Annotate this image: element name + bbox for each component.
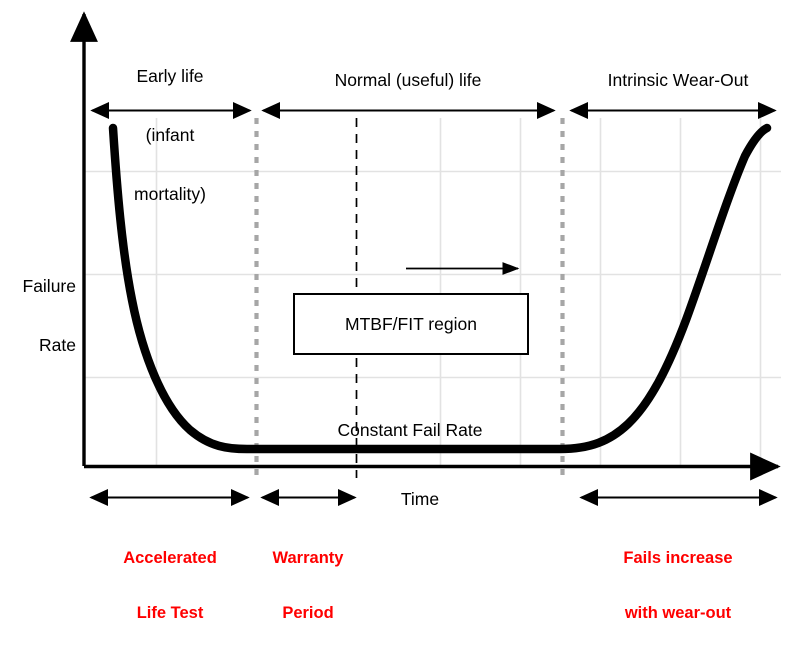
chart-canvas (70, 11, 781, 507)
bottom-label-wearout-line-1: Fails increase (623, 548, 733, 567)
region-label-normal-life: Normal (useful) life (334, 70, 482, 90)
bottom-label-accelerated-line-2: Life Test (136, 604, 204, 623)
bottom-label-accelerated-line-1: Accelerated (123, 548, 217, 567)
constant-fail-rate-label: Constant Fail Rate (337, 420, 483, 440)
y-axis-label-line-1: Failure (22, 276, 77, 297)
bottom-label-warranty-line-1: Warranty (272, 548, 344, 567)
x-axis-label: Time (400, 489, 440, 509)
region-label-early-life-line-3: mortality) (134, 183, 206, 204)
bottom-label-wearout-line-2: with wear-out (624, 604, 732, 623)
bathtub-curve-figure: Failure Rate Time Early life (infant mor… (0, 11, 781, 622)
region-label-early-life-line-1: Early life (136, 66, 204, 87)
bottom-label-accelerated-life-test: Accelerated Life Test (95, 512, 245, 660)
region-label-early-life: Early life (infant mortality) (95, 28, 245, 244)
region-label-early-life-line-2: (infant (145, 124, 195, 145)
region-label-intrinsic-wear-out: Intrinsic Wear-Out (607, 70, 749, 90)
failure-rate-curve (108, 123, 772, 454)
grid-vertical (155, 118, 762, 466)
y-axis-label-line-2: Rate (39, 334, 76, 355)
bottom-label-warranty-period: Warranty Period (248, 512, 368, 660)
y-axis-label: Failure Rate (0, 238, 77, 395)
bottom-label-warranty-line-2: Period (282, 604, 334, 623)
bottom-label-fails-increase: Fails increase with wear-out (588, 512, 768, 660)
mtbf-fit-region-label: MTBF/FIT region (345, 313, 477, 334)
mtbf-fit-region-box: MTBF/FIT region (293, 293, 529, 355)
